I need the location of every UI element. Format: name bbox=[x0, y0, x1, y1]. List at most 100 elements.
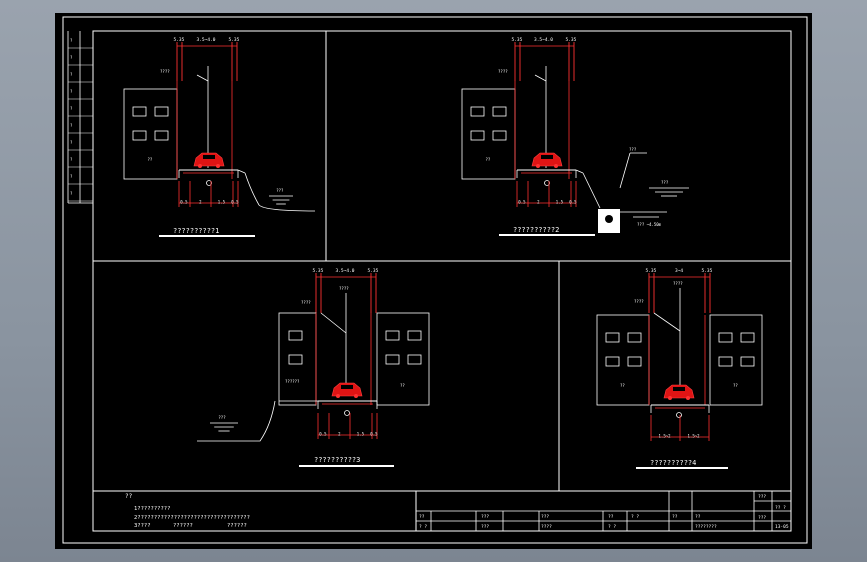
building-left: ?? bbox=[596, 314, 650, 406]
car-wheel bbox=[536, 164, 540, 168]
strip-label: ? bbox=[70, 38, 73, 43]
title-block bbox=[416, 491, 791, 531]
side-label: ??? bbox=[629, 147, 637, 152]
ground-line bbox=[575, 169, 584, 174]
building-window bbox=[718, 356, 733, 367]
notes-line-2: 2?????????????????????????????????? bbox=[134, 515, 250, 521]
title-block-cell: ? ? bbox=[419, 524, 427, 530]
car-windshield bbox=[541, 155, 553, 159]
title-block-cell: ?? ? bbox=[775, 505, 786, 511]
car-wheel bbox=[686, 396, 690, 400]
strip-label: ? bbox=[70, 140, 73, 145]
building-window bbox=[385, 330, 400, 341]
car-wheel bbox=[554, 164, 558, 168]
manhole-symbol bbox=[344, 410, 350, 416]
building-window bbox=[718, 332, 733, 343]
title-block-cell: ?? bbox=[608, 514, 614, 520]
building-label: ?????? bbox=[285, 379, 300, 384]
dimension-label: 3~4 bbox=[675, 268, 683, 274]
building-label: ?? bbox=[733, 383, 738, 388]
dimension-label: 5.35 bbox=[229, 37, 240, 43]
notes-line-1: 1?????????? bbox=[134, 506, 170, 512]
building-window bbox=[470, 130, 485, 141]
building-window bbox=[740, 356, 755, 367]
notes-line-3: 3???? bbox=[134, 523, 151, 529]
leader-label: ???? bbox=[301, 300, 311, 305]
building-window bbox=[407, 330, 422, 341]
dimension-label: 5.35 bbox=[646, 268, 657, 274]
car-icon bbox=[331, 382, 363, 398]
title-block-cell: ?? bbox=[672, 514, 678, 520]
strip-label: ? bbox=[70, 174, 73, 179]
building-left: ?? bbox=[123, 88, 178, 180]
car-icon bbox=[663, 384, 695, 400]
dimension-label: 5.35 bbox=[174, 37, 185, 43]
water-symbol: ??? bbox=[210, 415, 238, 432]
label-leader bbox=[534, 74, 547, 82]
title-block-cell: ???????? bbox=[695, 524, 717, 530]
water-symbol: ??? bbox=[649, 180, 689, 197]
dimension-label: 1.5 bbox=[556, 200, 564, 205]
title-block-cell: ??? bbox=[541, 514, 549, 520]
panel-3-caption: ??????????3 bbox=[314, 456, 360, 464]
building-window bbox=[154, 106, 169, 117]
title-block-cell: ??? bbox=[481, 514, 489, 520]
building-window bbox=[470, 106, 485, 117]
car-wheel bbox=[354, 394, 358, 398]
panel-2-caption: ??????????2 bbox=[513, 226, 559, 234]
car-body bbox=[331, 382, 363, 397]
title-block-cell: 13-05 bbox=[775, 524, 789, 530]
notes-line-3c: ?????? bbox=[227, 523, 247, 529]
label-leader bbox=[196, 74, 209, 82]
building-outline bbox=[278, 312, 317, 406]
building-window bbox=[605, 332, 620, 343]
title-block-cell: ??? bbox=[758, 494, 766, 500]
outer-frame bbox=[62, 16, 808, 544]
center-label: ???? bbox=[673, 281, 683, 286]
road-section bbox=[178, 169, 239, 178]
dimension-label: 2 bbox=[537, 200, 540, 205]
dimension-label: 5.35 bbox=[512, 37, 523, 43]
leader-label: ???? bbox=[498, 69, 508, 74]
road-section bbox=[650, 404, 710, 413]
car-wheel bbox=[198, 164, 202, 168]
road-section bbox=[516, 169, 577, 178]
building-window bbox=[407, 354, 422, 365]
label-leader bbox=[653, 312, 681, 332]
car-windshield bbox=[673, 387, 685, 391]
car-wheel bbox=[216, 164, 220, 168]
slope-line bbox=[244, 172, 316, 212]
notes-heading: ?? bbox=[125, 493, 133, 500]
strip-label: ? bbox=[70, 72, 73, 77]
ground-line bbox=[237, 169, 246, 174]
building-outline bbox=[461, 88, 516, 180]
title-block-cell: ? ? bbox=[631, 514, 639, 520]
title-block-cell: ???? bbox=[541, 524, 552, 530]
car-windshield bbox=[203, 155, 215, 159]
inner-frame bbox=[92, 30, 792, 532]
water-label: ??? bbox=[218, 415, 226, 420]
building-window bbox=[627, 356, 642, 367]
building-window bbox=[627, 332, 642, 343]
building-outline bbox=[376, 312, 430, 406]
dimension-label: 0.5 bbox=[231, 200, 239, 205]
building-right: ?? bbox=[709, 314, 763, 406]
dimension-label: 1.5~2 bbox=[688, 434, 701, 439]
dimension-label: 0.5 bbox=[518, 200, 526, 205]
dimension-label: 3.5~4.0 bbox=[336, 268, 355, 274]
water-label: ??? bbox=[276, 188, 284, 193]
building-window bbox=[492, 130, 507, 141]
title-block-cell: ?? bbox=[419, 514, 425, 520]
title-block-cell: ? ? bbox=[608, 524, 616, 530]
car-body bbox=[531, 152, 563, 167]
building-left bbox=[278, 312, 317, 406]
